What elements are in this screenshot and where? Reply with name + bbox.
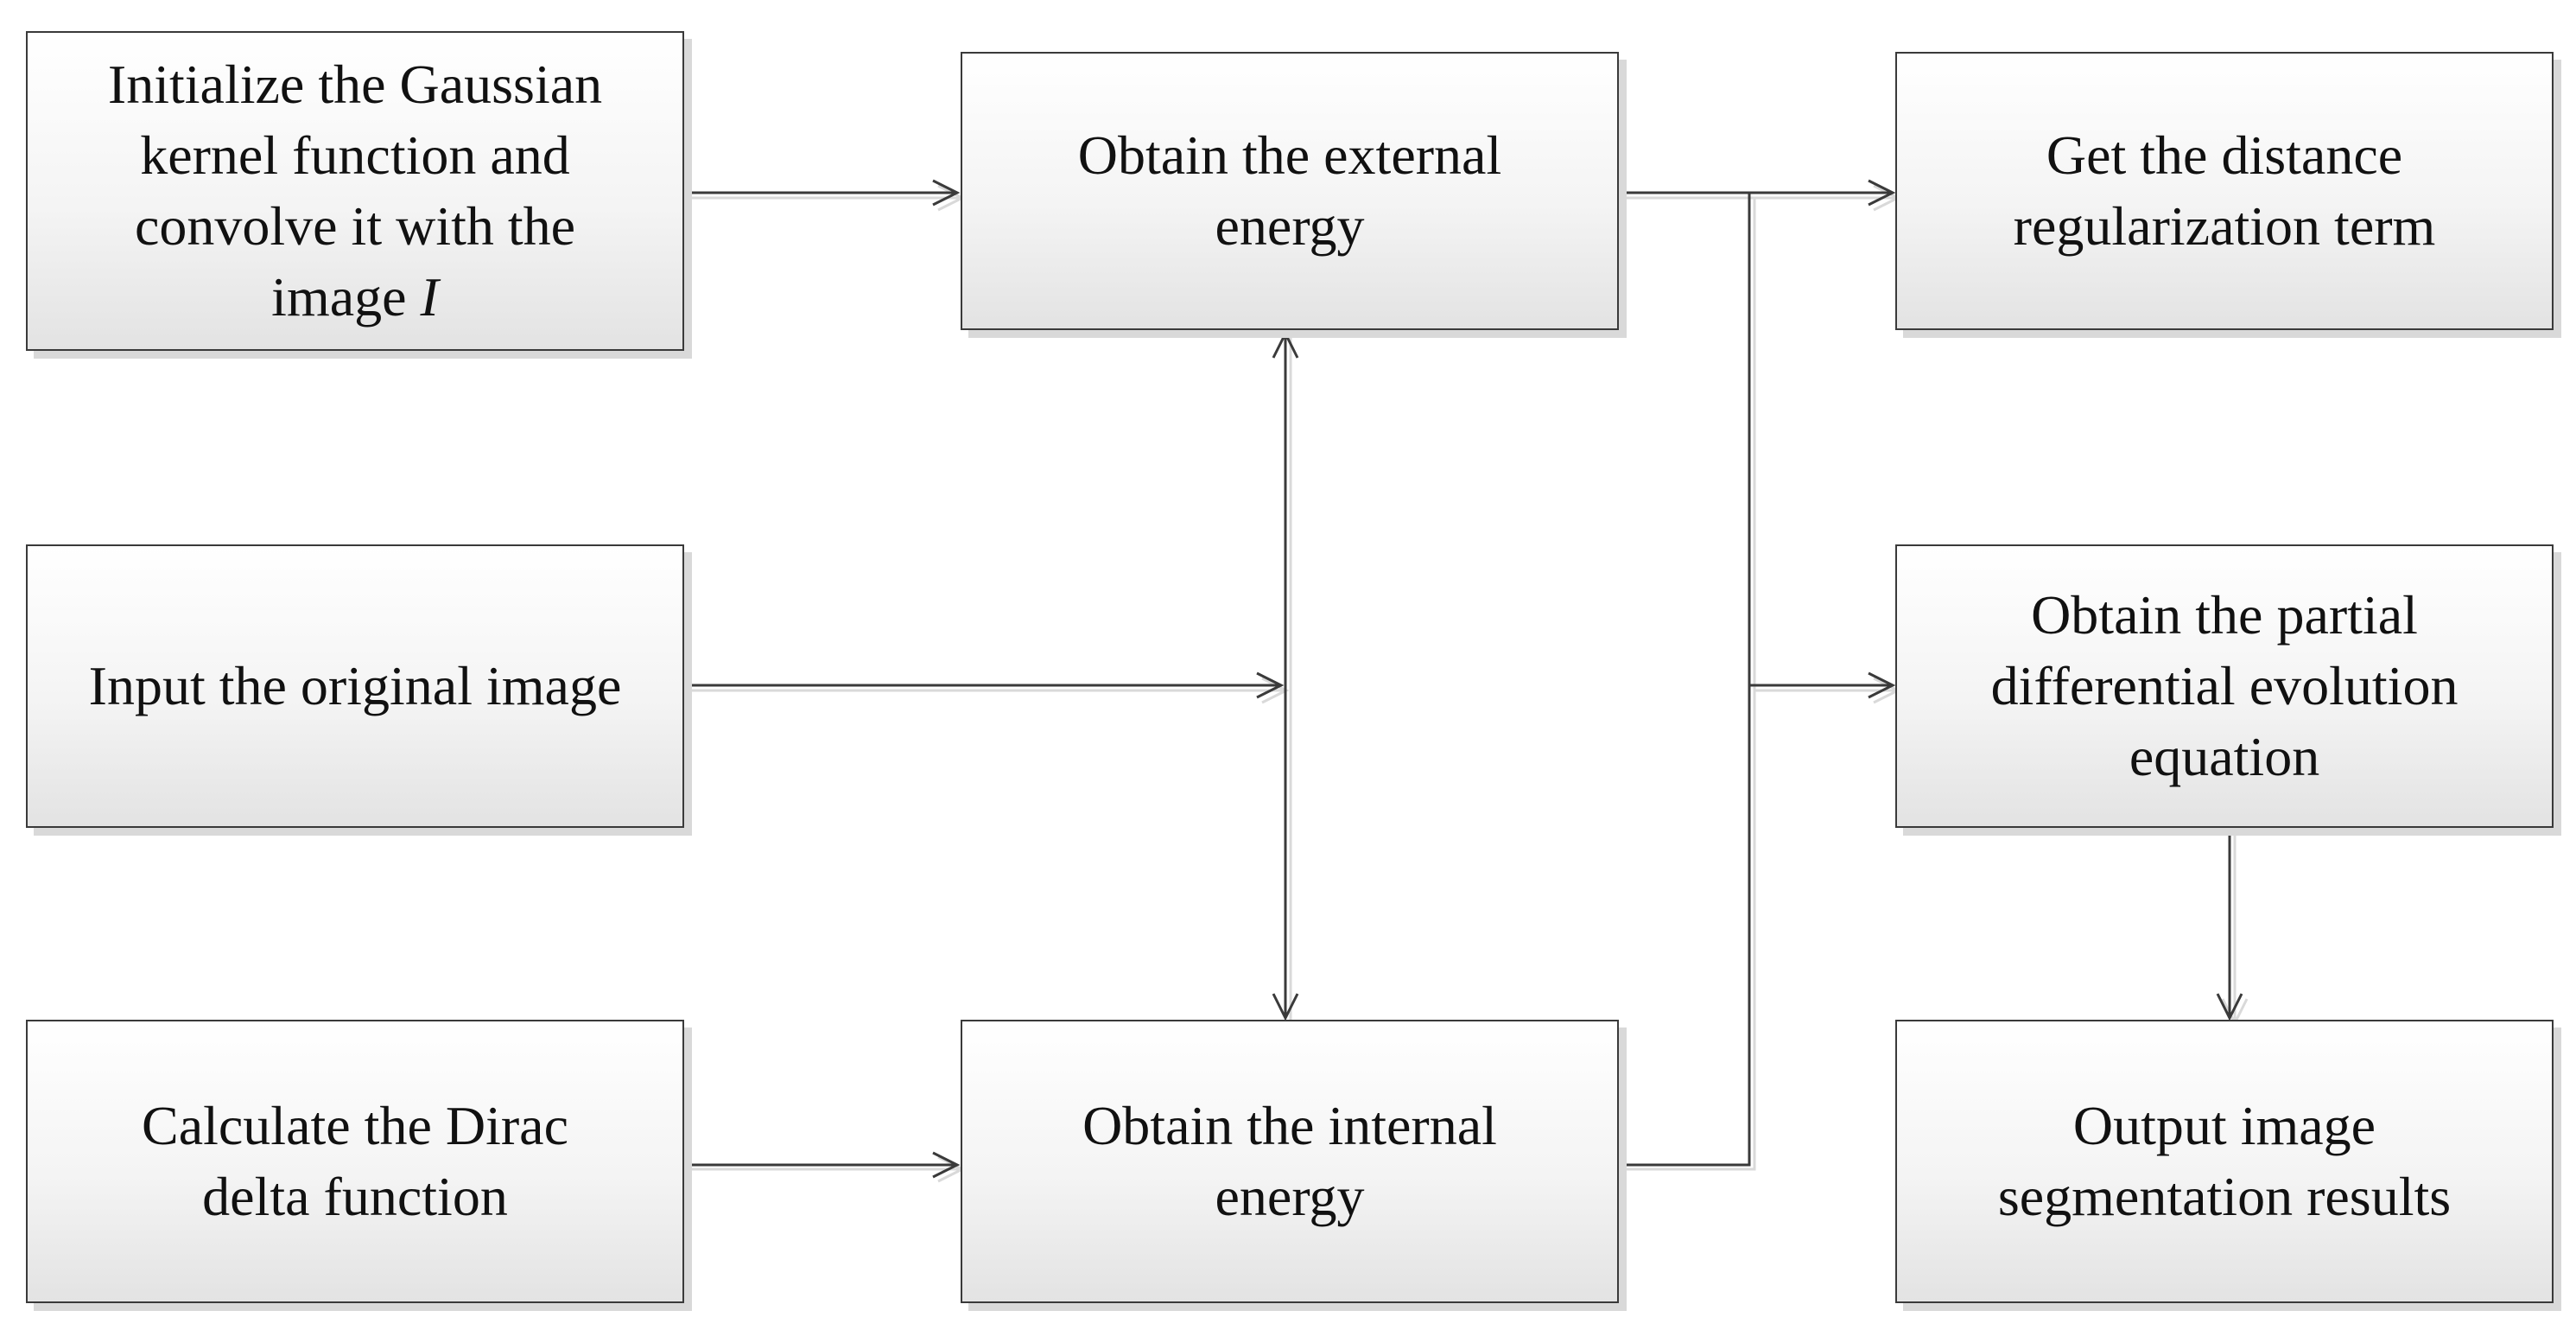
node-initialize-gaussian: Initialize the Gaussian kernel function … xyxy=(26,31,684,351)
node-internal-energy: Obtain the internal energy xyxy=(961,1020,1619,1303)
node-dirac-delta: Calculate the Dirac delta function xyxy=(26,1020,684,1303)
node-pde-equation: Obtain the partial differential evolutio… xyxy=(1895,544,2554,828)
node-initialize-gaussian-line-3: convolve it with the xyxy=(134,195,576,257)
node-input-image-label: Input the original image xyxy=(88,655,622,716)
node-dirac-delta-line-1: Calculate the Dirac xyxy=(142,1095,568,1156)
node-input-image: Input the original image xyxy=(26,544,684,828)
node-distance-regularization-line-2: regularization term xyxy=(2013,195,2436,257)
node-output-results: Output image segmentation results xyxy=(1895,1020,2554,1303)
node-external-energy: Obtain the external energy xyxy=(961,52,1619,330)
node-distance-regularization-line-1: Get the distance xyxy=(2046,124,2403,186)
node-pde-equation-line-3: equation xyxy=(2129,726,2320,787)
image-word: image xyxy=(271,266,421,328)
node-initialize-gaussian-line-4: image I xyxy=(108,262,602,333)
node-initialize-gaussian-line-2: kernel function and xyxy=(140,124,570,186)
node-initialize-gaussian-line-1: Initialize the Gaussian xyxy=(107,54,603,115)
node-output-results-line-1: Output image xyxy=(2072,1095,2376,1156)
node-internal-energy-line-1: Obtain the internal xyxy=(1082,1095,1497,1156)
node-external-energy-line-1: Obtain the external xyxy=(1077,124,1502,186)
connector-internal-to-bus xyxy=(1617,193,1751,1167)
node-distance-regularization: Get the distance regularization term xyxy=(1895,52,2554,330)
node-dirac-delta-line-2: delta function xyxy=(202,1166,508,1227)
image-symbol-italic: I xyxy=(420,266,439,328)
node-output-results-line-2: segmentation results xyxy=(1997,1166,2452,1227)
node-pde-equation-line-2: differential evolution xyxy=(1990,655,2459,716)
node-external-energy-line-2: energy xyxy=(1215,195,1365,257)
node-internal-energy-line-2: energy xyxy=(1215,1166,1365,1227)
node-pde-equation-line-1: Obtain the partial xyxy=(2031,584,2418,646)
